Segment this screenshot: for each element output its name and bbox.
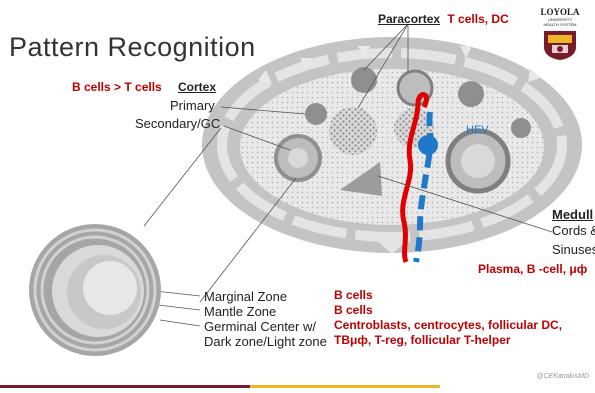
dark-light-zone-cells: TBμф, T-reg, follicular T-helper (334, 333, 511, 347)
marginal-zone-label: Marginal Zone (204, 289, 287, 304)
marginal-zone-cells: B cells (334, 288, 373, 302)
follicle-small (511, 118, 531, 138)
seal-icon (540, 29, 580, 61)
medulla-cells: Plasma, B -cell, μф (478, 262, 587, 276)
primary-follicle (305, 103, 327, 125)
footer-bar (0, 385, 595, 389)
gc-follicle-right-inner (461, 144, 495, 178)
logo-line-1: LOYOLA (530, 8, 590, 17)
hev-label: HEV (466, 124, 489, 136)
paracortex-cells: T cells, DC (447, 12, 508, 26)
cortex-ratio: B cells > T cells (72, 80, 162, 94)
mantle-zone-label: Mantle Zone (204, 304, 276, 319)
secondary-label: Secondary/GC (135, 116, 220, 131)
cortex-label: Cortex (178, 80, 216, 94)
paracortex-label: Paracortex (378, 12, 440, 26)
loyola-logo: LOYOLA UNIVERSITY HEALTH SYSTEM (530, 8, 590, 61)
credit: @CEKanakisMD (536, 373, 589, 380)
cords-label: Cords & (552, 223, 595, 238)
germinal-center-cells: Centroblasts, centrocytes, follicular DC… (334, 318, 562, 332)
germinal-center-label: Germinal Center w/ (204, 319, 316, 334)
dark-light-zone-label: Dark zone/Light zone (204, 334, 327, 349)
sinuses-label: Sinuses (552, 242, 595, 257)
secondary-follicle-inner (288, 148, 308, 168)
primary-label: Primary (170, 98, 215, 113)
follicle-top (351, 67, 377, 93)
paracortex-label-row: Paracortex T cells, DC (378, 12, 509, 26)
hev-node (418, 135, 438, 155)
medulla-label: Medull (552, 207, 593, 222)
mantle-zone-cells: B cells (334, 303, 373, 317)
paracortex-dots (329, 107, 377, 155)
logo-line-3: HEALTH SYSTEM (530, 22, 590, 27)
germinal-center-light (83, 261, 137, 315)
page-title: Pattern Recognition (9, 32, 256, 63)
follicle-right (458, 81, 484, 107)
